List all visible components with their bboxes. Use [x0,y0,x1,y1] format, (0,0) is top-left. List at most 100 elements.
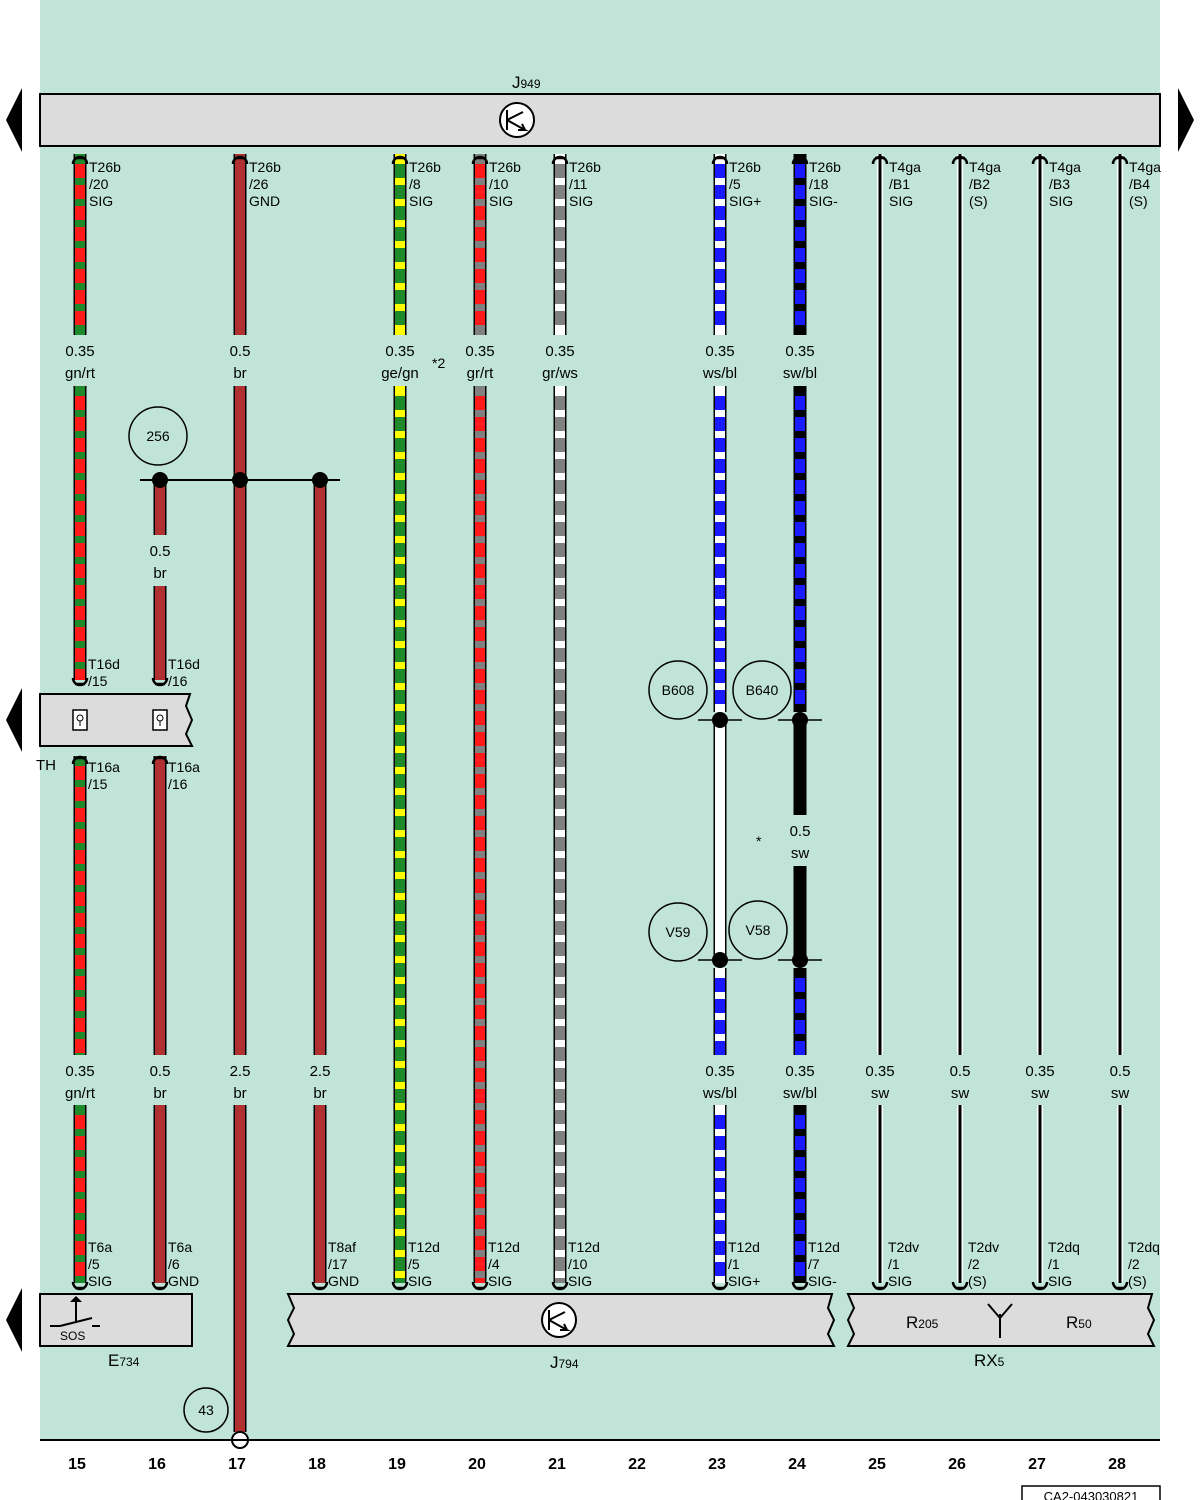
wire-24-splice-a[interactable] [795,720,805,815]
bot-conn-21-pin: /10 [568,1256,588,1272]
bot-conn-26-pin: /2 [968,1256,980,1272]
next-page-arrow-icon[interactable] [1178,88,1194,152]
module-j949-box[interactable] [39,93,1161,147]
wire-15-c-stripe-0 [75,766,85,780]
wire-16-b[interactable] [155,586,165,680]
prev-page-arrow-icon[interactable] [6,88,22,152]
wire-20-a[interactable] [475,154,485,335]
wire-23-b-stripe-1 [715,417,725,431]
bot-conn-25-pin: /1 [888,1256,900,1272]
wire-15-a[interactable] [75,154,85,335]
wire-24-a[interactable] [795,154,805,335]
wire-18-b[interactable] [315,1105,325,1283]
splice-v58-circle[interactable] [728,900,788,960]
bot-conn-20-name: T12d [488,1239,520,1255]
wire-18-a[interactable] [315,480,325,1055]
wire-23-d-stripe-1 [715,1136,725,1150]
wire-19-b[interactable] [395,386,405,1283]
wire-23-a[interactable] [715,154,725,335]
wire-17-b[interactable] [235,386,245,1055]
wire-24-d-stripe-2 [795,1157,805,1171]
wire-23-b-stripe-13 [715,669,725,683]
column-number-20: 20 [468,1456,486,1473]
top-conn-21-pin: /11 [569,176,588,192]
wire-17-a[interactable] [235,154,245,335]
bot-conn-21-name: T12d [568,1239,600,1255]
wire-23-b-stripe-11 [715,627,725,641]
wire-21-b-stripe-24 [555,900,565,914]
diagram-background [40,0,1160,1440]
wire-15-b-stripe-9 [75,585,85,599]
wire-24-b-stripe-2 [795,438,805,452]
bot-conn-28-pin: /2 [1128,1256,1140,1272]
wire-21-b-stripe-35 [555,1131,565,1145]
splice-b640-label: B640 [746,682,779,698]
wire-20-b-stripe-2 [475,438,485,452]
wire-20-b-stripe-41 [475,1257,485,1271]
wire-19-b-stripe-26 [395,942,405,956]
wire-21-b-stripe-19 [555,795,565,809]
top-conn-17-pin: /26 [249,176,269,192]
wire-20-b[interactable] [475,386,485,1283]
wire-19-b-stripe-31 [395,1047,405,1061]
wire-15-d-stripe-2 [75,1157,85,1171]
wire-20-a-stripe-5 [475,269,485,283]
wire-16-d[interactable] [155,1105,165,1283]
wire-lower-24-size: 0.35 [785,1063,814,1080]
bot-conn-16-name: T6a [168,1239,192,1255]
wire-21-b[interactable] [555,386,565,1283]
wire-24-splice-b[interactable] [795,866,805,960]
wire-20-b-stripe-40 [475,1236,485,1250]
wire-16-c[interactable] [155,756,165,1055]
wire-15-a-stripe-6 [75,290,85,304]
wire-19-a[interactable] [395,154,405,335]
top-conn-23-pin: /5 [729,176,741,192]
wire-15-d-stripe-5 [75,1220,85,1234]
wire-25-b[interactable] [878,1105,882,1283]
wire-19-b-stripe-8 [395,564,405,578]
wire-23-d[interactable] [715,1105,725,1283]
bot-conn-27-name: T2dq [1048,1239,1080,1255]
bot-conn-25-signal: SIG [888,1273,912,1289]
wire-15-b-stripe-6 [75,522,85,536]
wire-26-a[interactable] [958,154,962,1055]
labels-layer: T26b/20SIGT26b/26GNDT26b/8SIGT26b/10SIGT… [65,155,1161,1473]
wire-27-a[interactable] [1038,154,1042,1055]
wire-24-d-stripe-5 [795,1220,805,1234]
wire-28-a[interactable] [1118,154,1122,1055]
wire-24-d[interactable] [795,1105,805,1283]
wire-15-c-stripe-11 [75,997,85,1011]
wire-17-c[interactable] [235,1105,245,1432]
wire-21-a[interactable] [555,154,565,335]
column-number-26: 26 [948,1456,966,1473]
wire-15-d[interactable] [75,1105,85,1283]
ground-ref-circle[interactable] [183,1387,229,1433]
wire-27-b[interactable] [1038,1105,1042,1283]
splice-v59-circle[interactable] [648,902,708,962]
wire-upper-15-size: 0.35 [65,343,94,360]
wire-26-b[interactable] [958,1105,962,1283]
top-conn-24-name: T26b [809,159,841,175]
top-conn-23-signal: SIG+ [729,193,761,209]
wire-25-a[interactable] [878,154,882,1055]
splice-256-circle[interactable] [128,406,188,466]
top-conn-20-name: T26b [489,159,521,175]
wire-23-a-stripe-5 [715,269,725,283]
wire-21-b-stripe-21 [555,837,565,851]
splice-b608-circle[interactable] [648,660,708,720]
wire-20-b-stripe-36 [475,1152,485,1166]
module-e734-box[interactable] [39,1293,193,1347]
prev-page-arrow-icon-mid[interactable] [6,688,22,752]
wire-16-a[interactable] [155,480,165,535]
wire-24-b-stripe-11 [795,627,805,641]
wire-21-b-stripe-39 [555,1215,565,1229]
prev-page-arrow-icon-bottom[interactable] [6,1288,22,1352]
wire-24-b-stripe-4 [795,480,805,494]
connector-station-box[interactable] [39,693,194,747]
wire-23-d-stripe-6 [715,1241,725,1255]
splice-b640-circle[interactable] [732,660,792,720]
wire-28-b[interactable] [1118,1105,1122,1283]
wire-23-splice[interactable] [715,720,725,960]
module-r205-label: R205 [906,1313,939,1332]
